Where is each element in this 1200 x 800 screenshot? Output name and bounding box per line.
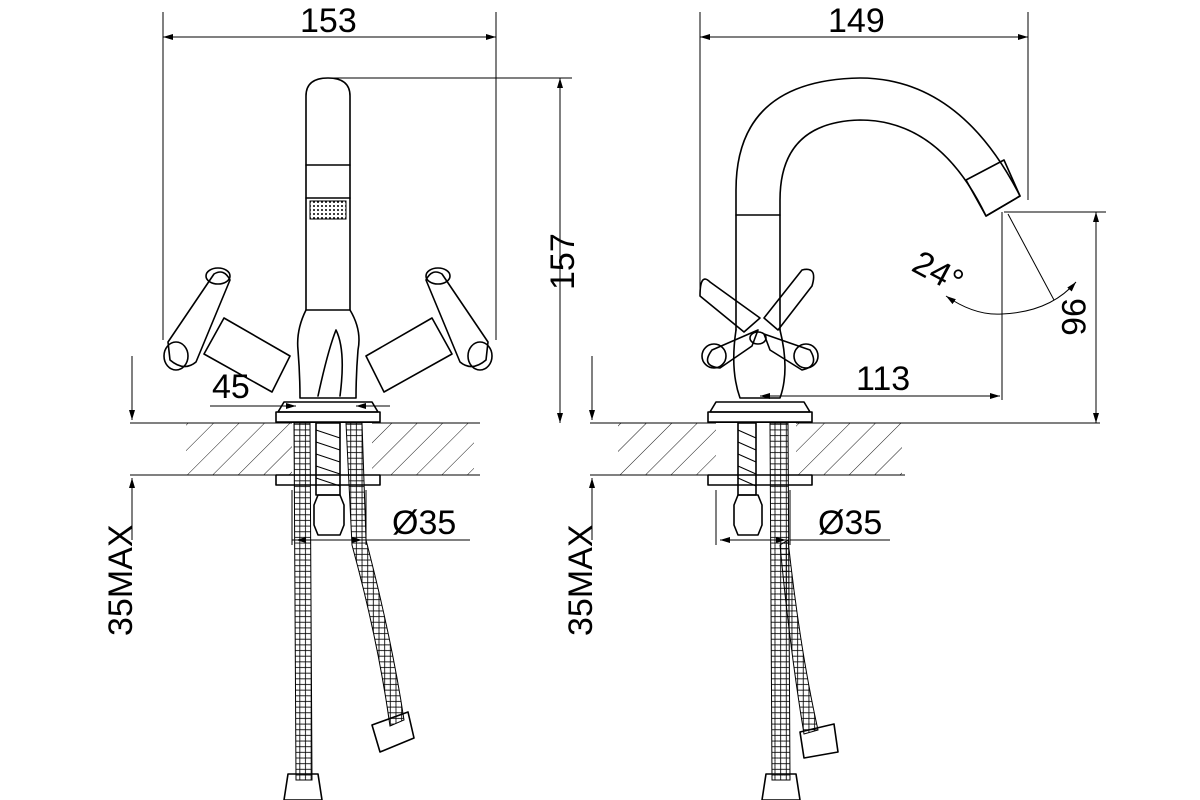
side-width-label: 149 (828, 2, 885, 40)
left-handle (163, 267, 291, 393)
side-angle-label: 24° (906, 244, 969, 302)
front-height-label: 157 (544, 233, 582, 290)
side-dimensions: 149 113 24° 96 Ø35 35MAX (562, 2, 1106, 636)
side-hose-front (769, 422, 791, 781)
side-reach-label: 113 (856, 360, 910, 398)
front-diameter-label: Ø35 (392, 504, 456, 542)
side-diameter-label: Ø35 (818, 504, 882, 542)
cross-handle (699, 268, 819, 371)
side-spout-height-label: 96 (1054, 298, 1092, 336)
front-width-label: 153 (300, 2, 357, 40)
mounting-assembly-side (733, 422, 839, 800)
base-flange (275, 401, 381, 486)
right-hose (345, 422, 405, 727)
front-view: 153 157 45 Ø35 35MAX (102, 2, 582, 800)
base-flange-side (707, 401, 813, 486)
front-depth-label: 35MAX (102, 525, 140, 637)
spout (305, 77, 351, 311)
side-hose-back (779, 539, 819, 735)
countertop-section-side (590, 422, 1100, 476)
left-hose (293, 422, 313, 781)
mounting-assembly (283, 422, 415, 800)
right-handle (365, 267, 493, 393)
front-handle-label: 45 (212, 368, 250, 406)
side-view: 149 113 24° 96 Ø35 35MAX (562, 2, 1106, 800)
side-depth-label: 35MAX (562, 525, 600, 637)
faucet-body (296, 309, 360, 399)
aerator (309, 200, 347, 220)
swan-neck-spout (735, 77, 1021, 331)
faucet-body-side (732, 329, 786, 399)
front-dimensions: 153 157 45 Ø35 35MAX (102, 2, 582, 636)
